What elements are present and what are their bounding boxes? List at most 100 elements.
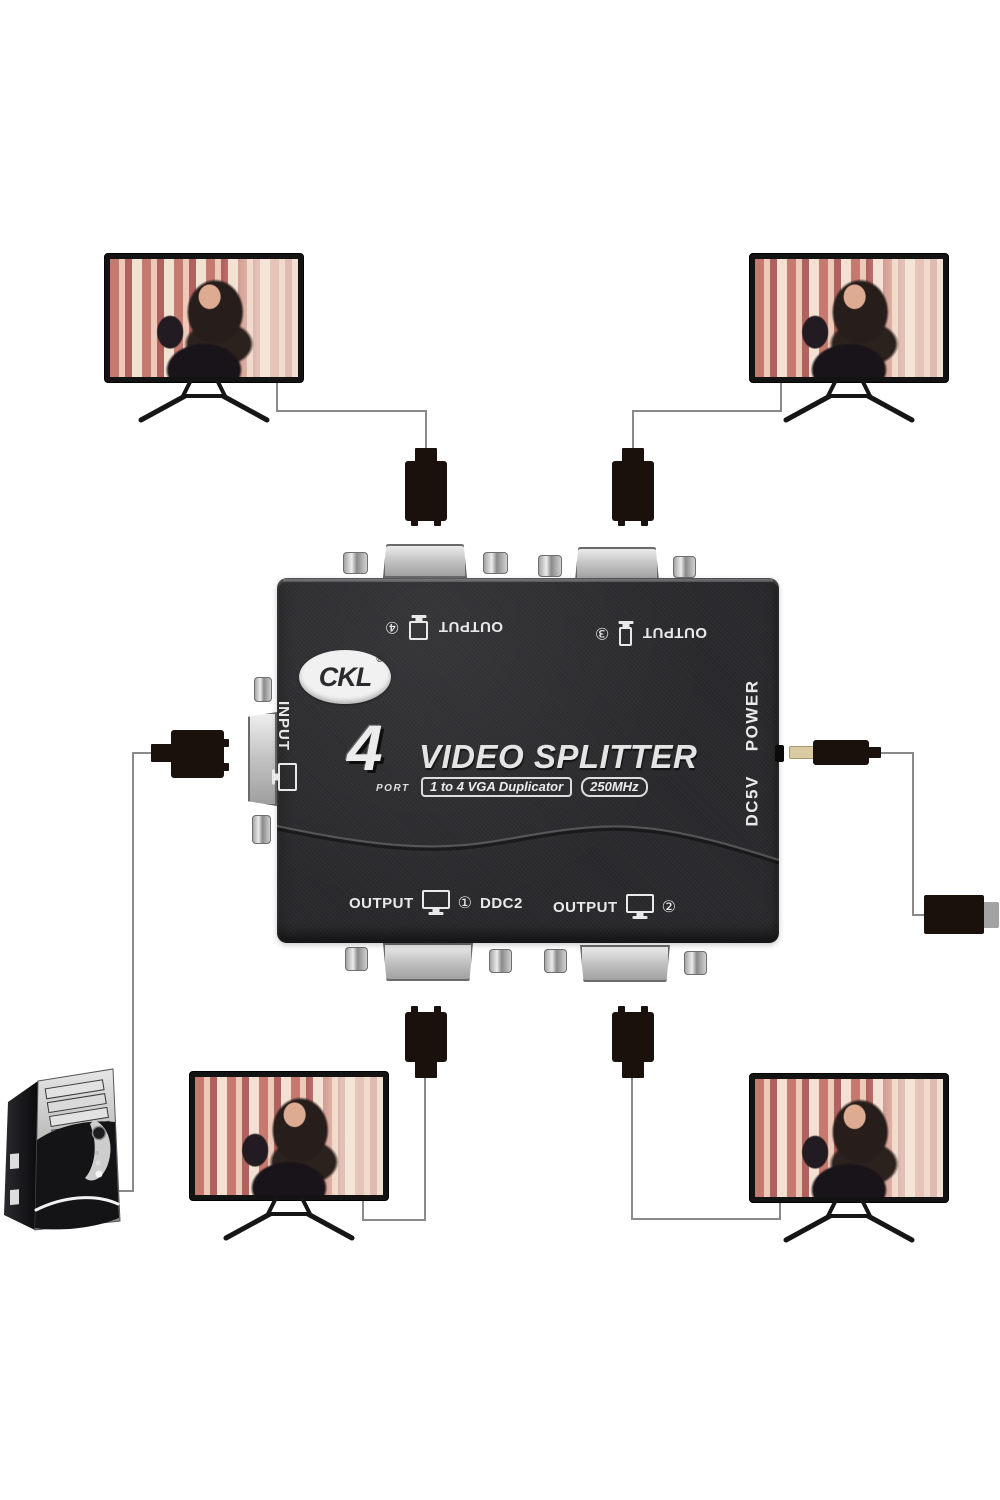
vga-plug-thumbscrew [434,1006,441,1013]
input-label: INPUT [275,701,293,751]
output-label-bottom-right: OUTPUT ② [553,894,676,920]
monitor-top-left [105,254,303,426]
output-word: OUTPUT [438,618,503,636]
dc-plug-body [813,740,869,765]
vga-plug-strain-relief [415,1060,437,1078]
vga-plug-thumbscrew [222,763,229,771]
port-screw [684,951,707,975]
frequency-badge: 250MHz [581,777,648,797]
monitor-top-right [750,254,948,426]
brand-name: CKL [318,661,372,692]
monitor-icon [619,627,633,646]
vga-port-output1 [383,943,473,981]
cable-wire [631,1076,633,1220]
monitor-bezel [750,254,948,382]
cable-wire [276,410,427,412]
vga-splitter-device: OUTPUT ④ OUTPUT ③ CKL ® INPUT 4 PORT VID… [248,544,784,982]
power-label: POWER [742,679,762,752]
port-screw [538,555,562,577]
power-adapter [924,895,984,934]
port-screw [252,815,271,844]
registered-trademark-icon: ® [376,654,383,664]
monitor-stand [783,1200,915,1243]
monitor-icon [278,763,297,791]
cable-wire [276,378,278,412]
vga-plug-thumbscrew [641,519,648,526]
monitor-icon [625,894,654,913]
dc-power-jack [775,745,784,762]
output-label-top-right: OUTPUT ③ [595,616,707,650]
spec-badges: 1 to 4 VGA Duplicator 250MHz [421,777,648,797]
port-screw [673,556,696,578]
cable-wire [114,1190,134,1192]
output-word: OUTPUT [553,898,618,916]
cable-wire [780,378,782,412]
monitor-screen-photo [755,1079,943,1197]
power-cable-wire [878,752,914,754]
vga-port-output2 [580,945,670,982]
vga-port-output3 [575,547,659,581]
port-screw [544,949,567,973]
cable-wire [779,1195,781,1220]
monitor-bezel [190,1072,388,1200]
output-number: ① [457,893,473,912]
cable-wire [631,1218,781,1220]
port-count: 4 [347,712,383,784]
product-title: VIDEO SPLITTER [419,738,698,775]
monitor-screen-photo [755,259,943,377]
vga-plug-output2 [612,1012,654,1062]
cable-wire [362,1219,426,1221]
power-label-group: DC5V POWER [740,661,766,846]
pc-tower [4,1068,121,1231]
cable-wire [362,1196,364,1221]
output-number: ③ [595,624,610,643]
output-label-top-left: OUTPUT ④ [385,610,503,644]
device-body [277,578,779,943]
monitor-stand [223,1198,355,1241]
vga-plug-thumbscrew [222,739,229,747]
monitor-icon [421,890,450,909]
vga-port-output4 [383,544,467,578]
ckl-logo: CKL ® [299,650,391,704]
monitor-bottom-left [190,1072,388,1244]
port-screw [345,947,368,971]
port-screw [254,677,272,702]
monitor-bezel [750,1074,948,1202]
power-button-icon [91,1125,107,1141]
output-word: OUTPUT [642,624,707,642]
vga-plug-strain-relief [622,1060,644,1078]
dc-plug-tip [789,746,815,759]
vga-plug-thumbscrew [434,519,441,526]
output-number: ② [661,897,677,916]
cable-wire [632,410,634,450]
monitor-stand [138,380,270,423]
monitor-screen-photo [195,1077,383,1195]
port-screw [343,552,368,574]
monitor-icon [409,621,429,640]
monitor-bezel [105,254,303,382]
ddc2-label: DDC2 [480,894,523,912]
output-label-bottom-left: OUTPUT ① DDC2 [349,890,523,916]
vga-plug-thumbscrew [411,519,418,526]
vga-port-input [248,712,277,806]
cable-wire [632,410,782,412]
cable-wire [424,1076,426,1221]
vga-plug-thumbscrew [618,519,625,526]
cable-wire [132,752,154,754]
input-label-group: INPUT [269,692,299,800]
vga-plug-strain-relief [415,448,437,463]
monitor-bottom-right [750,1074,948,1246]
vga-plug-input-tip [151,744,173,762]
monitor-screen-photo [110,259,298,377]
vga-plug-thumbscrew [641,1006,648,1013]
cable-wire [425,410,427,450]
dc-plug-strain-relief [867,747,881,758]
power-adapter-prongs [982,902,999,928]
power-cable-wire [912,914,930,916]
port-screw [489,949,512,973]
vga-plug-thumbscrew [411,1006,418,1013]
dc5v-label: DC5V [742,775,762,827]
monitor-stand [783,380,915,423]
port-word: PORT [376,783,410,794]
